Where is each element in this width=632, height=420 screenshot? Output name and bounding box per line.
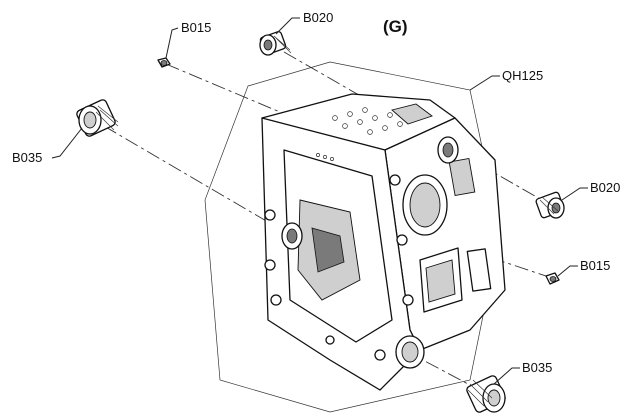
leader-qh125 — [469, 75, 500, 91]
label-b035-bottom: B035 — [522, 360, 552, 375]
body-outline-polygon — [204, 61, 501, 413]
plug-b015-top — [157, 57, 171, 68]
leader-b020-right — [561, 187, 588, 201]
label-b020-top: B020 — [303, 10, 333, 25]
label-b020-right: B020 — [590, 180, 620, 195]
plug-b035-left — [76, 99, 119, 137]
label-b035-left: B035 — [12, 150, 42, 165]
label-b015-right: B015 — [580, 258, 610, 273]
plug-b020-top — [259, 30, 292, 56]
leader-b035-left — [51, 127, 83, 159]
leader-b020-top — [275, 17, 300, 35]
plug-b035-bottom — [466, 375, 506, 413]
plug-b020-right — [535, 191, 565, 219]
label-b015-top: B015 — [181, 20, 211, 35]
front-frame-holes — [264, 174, 414, 361]
diagram-title: (G) — [383, 17, 408, 36]
leader-b015-top — [165, 27, 179, 59]
valve-body-housing — [261, 93, 506, 391]
plug-b015-right — [545, 272, 560, 285]
label-qh125: QH125 — [502, 68, 543, 83]
leader-b035-bottom — [493, 367, 520, 385]
top-plate-holes — [332, 107, 403, 135]
axis-line-b035-left — [103, 125, 269, 223]
leader-b015-right — [557, 265, 578, 277]
